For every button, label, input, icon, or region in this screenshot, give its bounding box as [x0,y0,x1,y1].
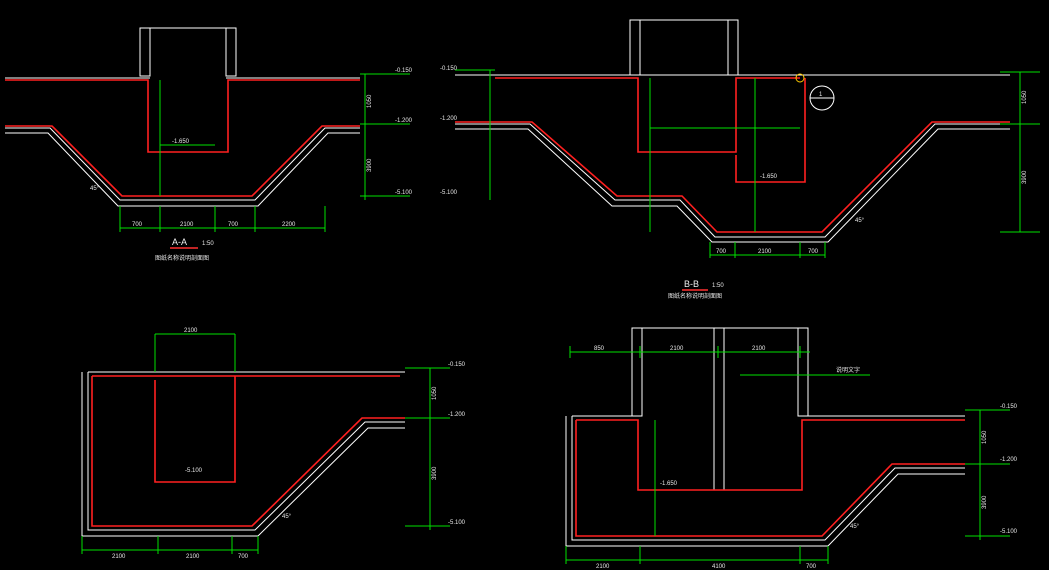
section-scale: 1:50 [202,241,214,247]
side-dim-1: 1050 [982,430,988,444]
section-view-c: 2100 1050 3900 -0.150 -1.200 -5.100 2100… [81,328,466,560]
section-view-d: 850 2100 2100 说明文字 1050 3900 -0.150 -1.2… [565,327,1018,570]
bottom-dim-1: 700 [132,222,143,228]
bottom-dim-1: 2100 [596,564,610,570]
section-caption: 图纸名称说明剖面图 [155,254,209,262]
detail-marker: 1 [819,92,823,98]
top-dim-2: 2100 [670,346,684,352]
bottom-dim-2: 4100 [712,564,726,570]
side-dim-1: 1050 [367,94,373,108]
level-3: -5.100 [448,520,466,526]
section-view-bb: 1 1050 3900 -0.150 -1.200 -5.100 700 210… [440,19,1040,300]
level-2: -1.200 [395,118,413,124]
level-1: -0.150 [440,66,458,72]
bottom-dim-2: 2100 [186,554,200,560]
side-dim-1: 1050 [1022,90,1028,104]
bottom-dim-2: 2100 [758,249,772,255]
rebar-slope [5,125,360,197]
level-1: -0.150 [448,362,466,368]
side-dim-2: 3900 [1022,170,1028,184]
side-dim-2: 3900 [432,466,438,480]
level-3: -5.100 [395,190,413,196]
bottom-dim-3: 700 [228,222,239,228]
section-view-aa: 1050 3900 -0.150 -1.200 -5.100 700 2100 … [5,27,413,262]
side-dim-2: 3900 [367,158,373,172]
brick-wall-right [225,27,237,77]
inner-level: -1.650 [660,481,678,487]
inner-level: -1.650 [760,174,778,180]
section-mark: B-B [684,279,699,289]
section-scale: 1:50 [712,283,724,289]
bottom-dim-3: 700 [806,564,817,570]
note-text: 说明文字 [836,366,860,374]
side-dim-1: 1050 [432,386,438,400]
bottom-dim-4: 2200 [282,222,296,228]
top-dim-3: 2100 [752,346,766,352]
inner-level: -5.100 [185,468,203,474]
top-dim: 2100 [184,328,198,334]
bottom-dim-2: 2100 [180,222,194,228]
level-1: -0.150 [1000,404,1018,410]
side-dim-2: 3900 [982,495,988,509]
section-caption: 图纸名称说明剖面图 [668,292,722,300]
bottom-dim-1: 2100 [112,554,126,560]
inner-level: -1.650 [172,139,190,145]
bottom-dim-3: 700 [808,249,819,255]
bottom-dim-1: 700 [716,249,727,255]
level-2: -1.200 [1000,457,1018,463]
slope-angle: 45° [850,524,860,530]
brick-wall-left [139,27,151,77]
level-3: -5.100 [1000,529,1018,535]
section-mark: A-A [172,237,187,247]
rebar-top [5,79,360,153]
slope-angle: 45° [90,186,100,192]
slope-angle: 45° [855,218,865,224]
excavation-outline [5,127,360,201]
level-3: -5.100 [440,190,458,196]
level-2: -1.200 [448,412,466,418]
bottom-dim-3: 700 [238,554,249,560]
slope-angle: 45° [282,514,292,520]
level-1: -0.150 [395,68,413,74]
top-dim-1: 850 [594,346,605,352]
level-2: -1.200 [440,116,458,122]
